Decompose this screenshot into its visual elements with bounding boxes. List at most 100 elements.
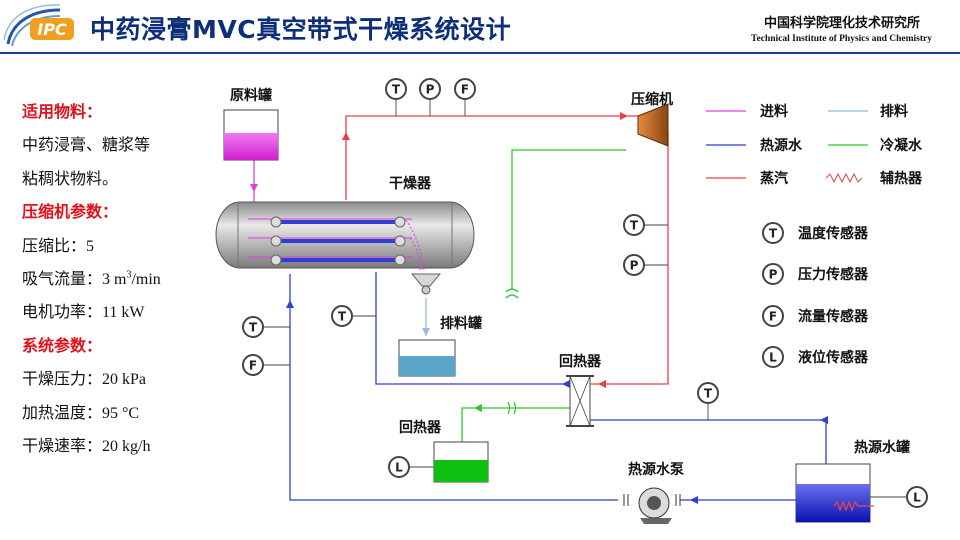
legend-flow-symbol: F: [769, 310, 777, 324]
level-sensor-heat-tank: L: [906, 486, 928, 508]
material-line-2: 粘稠状物料。: [22, 168, 119, 188]
motor-power-row: 电机功率：11 kW: [22, 298, 222, 331]
dryer-hopper: [410, 273, 442, 287]
heat-tank-liquid: [796, 484, 870, 522]
condensate-line-lower: [461, 407, 570, 442]
intake-value-suffix: /min: [131, 270, 161, 288]
condensate-arrow: [474, 404, 482, 412]
institute-name-en: Technical Institute of Physics and Chemi…: [751, 34, 932, 44]
level-sensor-symbol: L: [913, 491, 921, 505]
compressor: [637, 103, 669, 147]
temp-sensor-symbol: T: [630, 219, 639, 233]
heat-water-supply-line: [289, 274, 618, 501]
legend-cooling-water-label: 冷凝水: [880, 137, 923, 154]
legend-pressure-sensor-label: 压力传感器: [798, 266, 869, 283]
discharge-tank-liquid: [399, 356, 455, 376]
temp-sensor-compressor-out: T: [623, 214, 645, 236]
heat-tank-label: 热源水罐: [854, 439, 910, 456]
intake-label: 吸气流量：: [22, 268, 103, 288]
motor-label: 电机功率：: [22, 302, 103, 322]
flow-sensor-heat-supply: F: [242, 354, 264, 376]
legend-temp-symbol: T: [769, 227, 778, 241]
intake-value-prefix: 3 m: [102, 270, 127, 288]
legend-level-symbol: L: [769, 351, 777, 365]
drying-rate-row: 干燥速率：20 kg/h: [22, 432, 222, 465]
heating-temp-row: 加热温度：95 °C: [22, 399, 222, 432]
temp-value: 95 °C: [102, 404, 140, 422]
temp-sensor-symbol: T: [392, 83, 401, 97]
dry-pressure-row: 干燥压力：20 kPa: [22, 365, 222, 398]
legend-flow-sensor-label: 流量传感器: [798, 308, 869, 325]
parameter-panel: 适用物料： 中药浸膏、糖浆等 粘稠状物料。 压缩机参数： 压缩比：5 吸气流量：…: [22, 98, 222, 465]
feed-arrow: [250, 184, 258, 192]
pressure-label: 干燥压力：: [22, 369, 103, 389]
pressure-sensor-symbol: P: [426, 83, 435, 97]
legend-temp-sensor-label: 温度传感器: [798, 225, 869, 242]
compressor-header: 压缩机参数：: [22, 202, 119, 222]
legend-pressure-symbol: P: [769, 268, 778, 282]
heat-pump: [623, 487, 681, 524]
flow-sensor-symbol: F: [461, 83, 469, 97]
intake-flow-row: 吸气流量：3 m3/min: [22, 265, 222, 298]
temp-sensor-symbol: T: [249, 321, 258, 335]
legend-flow-sensor-icon: F: [762, 305, 784, 327]
steam-line-to-compressor: [345, 115, 638, 200]
material-line-1: 中药浸膏、糖浆等: [22, 135, 151, 155]
pressure-sensor-symbol: P: [630, 259, 639, 273]
legend-discharge-label: 排料: [880, 103, 908, 120]
heat-water-arrow-4: [820, 416, 828, 424]
dryer-hopper-valve: [421, 285, 431, 295]
temp-sensor-heat-supply: T: [242, 316, 264, 338]
heat-water-arrow-3: [562, 380, 570, 388]
temp-sensor-symbol: T: [338, 310, 347, 324]
motor-value: 11 kW: [102, 304, 145, 322]
compressor-label: 压缩机: [631, 91, 673, 108]
heat-pump-label: 热源水泵: [628, 461, 684, 478]
dryer-label: 干燥器: [389, 175, 432, 192]
material-header: 适用物料：: [22, 102, 103, 121]
temp-sensor-recuperator: T: [697, 382, 719, 404]
temp-sensor-symbol: T: [704, 387, 713, 401]
intake-value-sup: 3: [126, 269, 132, 281]
recuperator-main-cross: [569, 375, 591, 427]
legend-level-sensor-icon: L: [762, 346, 784, 368]
pressure-sensor-compressor-out: P: [623, 254, 645, 276]
pressure-value: 20 kPa: [102, 371, 147, 389]
legend-pressure-sensor-icon: P: [762, 263, 784, 285]
condensate-break-lower: [507, 401, 517, 415]
institute-name-cn: 中国科学院理化技术研究所: [763, 16, 920, 31]
steam-line-to-recuperator: [590, 132, 669, 385]
flow-sensor-symbol: F: [249, 359, 257, 373]
ratio-value: 5: [86, 237, 95, 255]
ratio-label: 压缩比：: [22, 235, 87, 255]
heat-water-to-tank: [590, 419, 827, 464]
rate-label: 干燥速率：: [22, 435, 103, 455]
system-header: 系统参数：: [22, 335, 103, 355]
raw-tank-liquid: [224, 133, 278, 160]
header-divider: [0, 52, 960, 54]
recuperator-main-label: 回热器: [559, 353, 602, 370]
page-title: 中药浸膏MVC真空带式干燥系统设计: [90, 15, 512, 44]
pressure-sensor-top: P: [419, 78, 441, 100]
temp-sensor-heat-return: T: [331, 305, 353, 327]
raw-tank-label: 原料罐: [230, 87, 272, 104]
steam-arrow-1: [342, 132, 350, 140]
discharge-tank-label: 排料罐: [440, 315, 482, 332]
compression-ratio-row: 压缩比：5: [22, 232, 222, 265]
logo-text: IPC: [37, 20, 67, 39]
legend-level-sensor-label: 液位传感器: [798, 349, 869, 366]
temp-label: 加热温度：: [22, 402, 103, 422]
condensate-line-upper: [511, 149, 626, 290]
condensate-break-upper: [505, 288, 519, 299]
legend: 进料 排料 热源水 冷凝水 蒸汽 辅热器 T 温度传感器 P 压力传感器 F 流…: [706, 103, 923, 368]
recuperator-small-label: 回热器: [399, 419, 442, 436]
temp-sensor-top: T: [385, 78, 407, 100]
ipc-logo: IPC: [3, 4, 74, 47]
level-sensor-recuperator: L: [388, 456, 410, 478]
rate-value: 20 kg/h: [102, 437, 151, 455]
sensor-lines: [264, 100, 906, 498]
legend-aux-heat-swatch: [825, 172, 863, 184]
aux-heater-coil: [833, 500, 874, 512]
